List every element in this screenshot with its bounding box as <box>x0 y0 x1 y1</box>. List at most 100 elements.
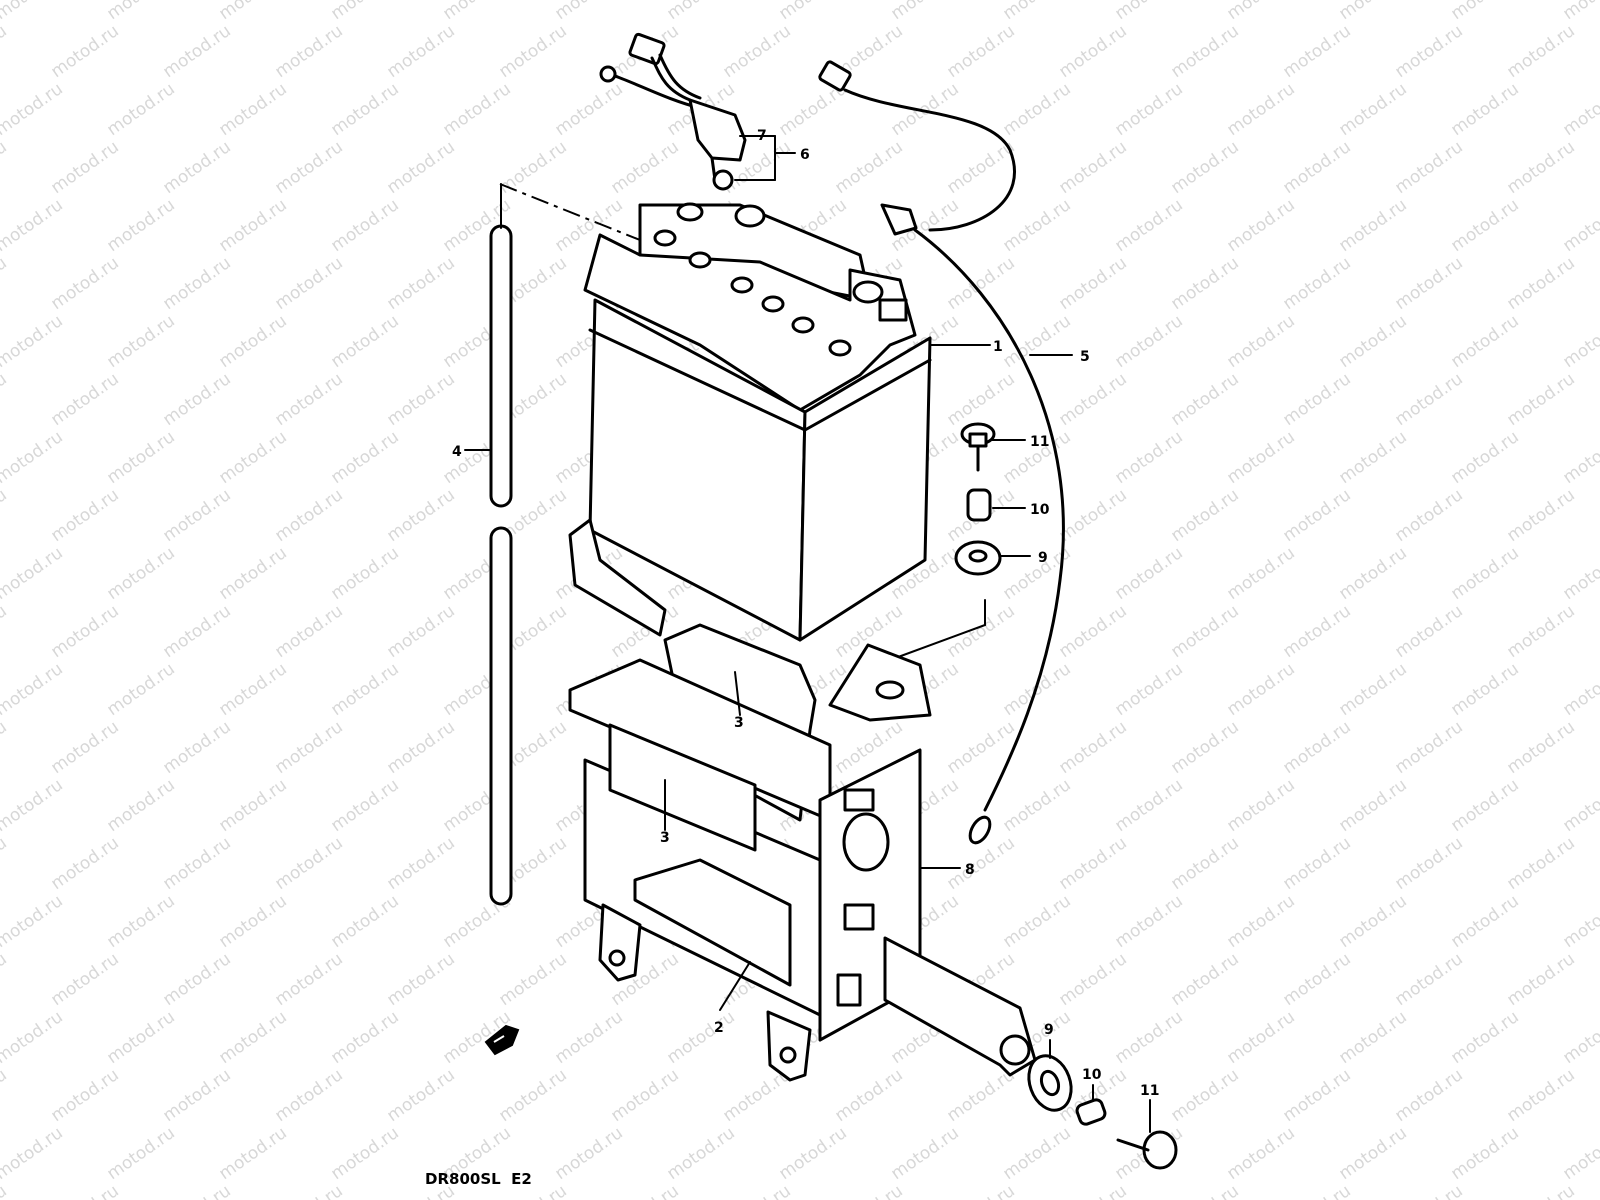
watermark-text: motod.ru <box>383 369 458 430</box>
watermark-text: motod.ru <box>1559 195 1600 256</box>
battery-holder <box>568 518 1037 1082</box>
watermark-text: motod.ru <box>1055 717 1130 778</box>
watermark-text: motod.ru <box>271 485 346 546</box>
watermark-text: motod.ru <box>943 369 1018 430</box>
watermark-text: motod.ru <box>383 833 458 894</box>
watermark-text: motod.ru <box>159 717 234 778</box>
watermark-text: motod.ru <box>1223 1007 1298 1068</box>
watermark-text: motod.ru <box>1223 0 1298 24</box>
watermark-text: motod.ru <box>215 659 290 720</box>
watermark-text: motod.ru <box>103 195 178 256</box>
callout-10-upper: 10 <box>1030 502 1050 518</box>
watermark-text: motod.ru <box>159 833 234 894</box>
watermark-text: motod.ru <box>1503 21 1578 82</box>
watermark-text: motod.ru <box>887 1123 962 1184</box>
watermark-text: motod.ru <box>1167 21 1242 82</box>
watermark-text: motod.ru <box>1559 1007 1600 1068</box>
watermark-text: motod.ru <box>0 21 11 82</box>
watermark-text: motod.ru <box>1447 659 1522 720</box>
watermark-text: motod.ru <box>719 1181 794 1200</box>
watermark-text: motod.ru <box>103 543 178 604</box>
watermark-text: motod.ru <box>1559 891 1600 952</box>
watermark-text: motod.ru <box>1335 1007 1410 1068</box>
watermark-text: motod.ru <box>0 775 67 836</box>
watermark-text: motod.ru <box>1447 1007 1522 1068</box>
watermark-text: motod.ru <box>1167 369 1242 430</box>
watermark-text: motod.ru <box>0 1007 67 1068</box>
watermark-text: motod.ru <box>0 427 67 488</box>
watermark-text: motod.ru <box>159 485 234 546</box>
watermark-text: motod.ru <box>1279 1181 1354 1200</box>
watermark-text: motod.ru <box>439 0 514 24</box>
watermark-text: motod.ru <box>0 543 67 604</box>
watermark-text: motod.ru <box>1503 833 1578 894</box>
watermark-text: motod.ru <box>1055 137 1130 198</box>
watermark-text: motod.ru <box>0 601 11 662</box>
watermark-text: motod.ru <box>1391 485 1466 546</box>
watermark-text: motod.ru <box>47 833 122 894</box>
watermark-text: motod.ru <box>775 0 850 24</box>
plus-lead <box>599 32 796 191</box>
watermark-text: motod.ru <box>0 659 67 720</box>
watermark-text: motod.ru <box>1447 0 1522 24</box>
watermark-text: motod.ru <box>1167 1065 1242 1126</box>
watermark-text: motod.ru <box>383 253 458 314</box>
callout-8: 8 <box>965 862 975 878</box>
watermark-text: motod.ru <box>1223 775 1298 836</box>
watermark-text: motod.ru <box>1391 1181 1466 1200</box>
watermark-text: motod.ru <box>327 775 402 836</box>
watermark-text: motod.ru <box>215 79 290 140</box>
watermark-text: motod.ru <box>887 0 962 24</box>
watermark-text: motod.ru <box>215 1123 290 1184</box>
watermark-text: motod.ru <box>1279 253 1354 314</box>
watermark-text: motod.ru <box>1279 833 1354 894</box>
watermark-text: motod.ru <box>439 79 514 140</box>
watermark-text: motod.ru <box>383 601 458 662</box>
watermark-text: motod.ru <box>1447 311 1522 372</box>
watermark-text: motod.ru <box>999 0 1074 24</box>
watermark-text: motod.ru <box>943 1181 1018 1200</box>
minus-lead <box>818 60 1073 845</box>
watermark-text: motod.ru <box>1223 543 1298 604</box>
watermark-text: motod.ru <box>47 253 122 314</box>
watermark-text: motod.ru <box>1503 1181 1578 1200</box>
watermark-text: motod.ru <box>1111 0 1186 24</box>
callout-9-lower: 9 <box>1044 1022 1054 1038</box>
watermark-text: motod.ru <box>663 1007 738 1068</box>
watermark-text: motod.ru <box>1279 21 1354 82</box>
watermark-text: motod.ru <box>159 601 234 662</box>
watermark-text: motod.ru <box>1335 1123 1410 1184</box>
watermark-text: motod.ru <box>271 1181 346 1200</box>
inner-leaders <box>664 671 751 1011</box>
watermark-text: motod.ru <box>1223 79 1298 140</box>
watermark-text: motod.ru <box>0 891 67 952</box>
watermark-text: motod.ru <box>1447 891 1522 952</box>
watermark-text: motod.ru <box>1391 253 1466 314</box>
watermark-text: motod.ru <box>103 427 178 488</box>
watermark-text: motod.ru <box>607 1065 682 1126</box>
watermark-text: motod.ru <box>1055 601 1130 662</box>
watermark-text: motod.ru <box>1167 1181 1242 1200</box>
watermark-text: motod.ru <box>1223 891 1298 952</box>
watermark-text: motod.ru <box>1111 79 1186 140</box>
watermark-text: motod.ru <box>943 21 1018 82</box>
watermark-text: motod.ru <box>1391 949 1466 1010</box>
watermark-text: motod.ru <box>1223 427 1298 488</box>
watermark-text: motod.ru <box>551 1007 626 1068</box>
watermark-text: motod.ru <box>1055 369 1130 430</box>
watermark-text: motod.ru <box>0 253 11 314</box>
watermark-text: motod.ru <box>103 311 178 372</box>
watermark-text: motod.ru <box>1559 659 1600 720</box>
watermark-text: motod.ru <box>1055 21 1130 82</box>
watermark-text: motod.ru <box>1447 775 1522 836</box>
watermark-text: motod.ru <box>999 891 1074 952</box>
watermark-text: motod.ru <box>1167 717 1242 778</box>
watermark-text: motod.ru <box>327 311 402 372</box>
watermark-text: motod.ru <box>1559 0 1600 24</box>
watermark-text: motod.ru <box>495 949 570 1010</box>
watermark-text: motod.ru <box>1447 195 1522 256</box>
watermark-text: motod.ru <box>1167 485 1242 546</box>
watermark-text: motod.ru <box>607 1181 682 1200</box>
watermark-text: motod.ru <box>1503 253 1578 314</box>
